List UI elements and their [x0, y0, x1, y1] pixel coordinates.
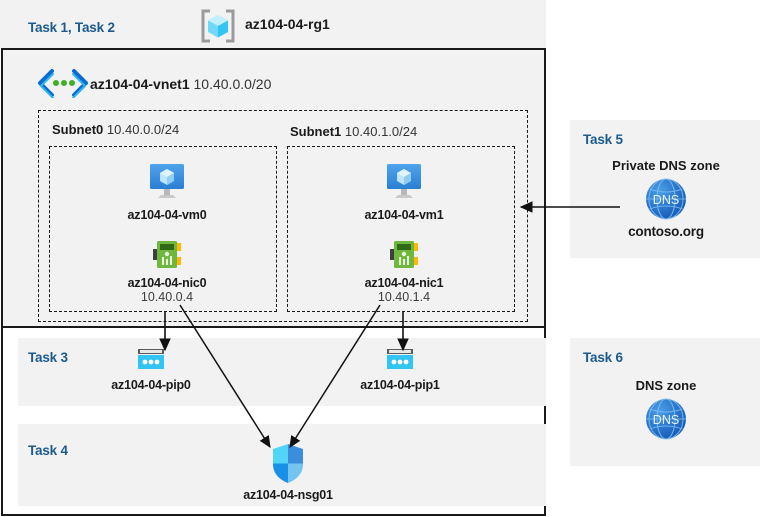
nic1-node[interactable]: az104-04-nic1 10.40.1.4 [345, 238, 463, 304]
pip0-label: az104-04-pip0 [111, 378, 191, 392]
public-ip-address-icon [345, 346, 455, 376]
svg-text:DNS: DNS [653, 413, 679, 427]
task-label-3: Task 3 [28, 350, 68, 365]
private-dns-zone-name: contoso.org [628, 224, 704, 239]
subnet0-name: Subnet0 [52, 122, 104, 137]
private-dns-zone-title: Private DNS zone [612, 158, 720, 173]
virtual-machine-icon [108, 160, 226, 206]
nic1-ip: 10.40.1.4 [377, 290, 431, 304]
task-label-4: Task 4 [28, 443, 68, 458]
task-label-5: Task 5 [583, 132, 623, 147]
subnet0-title: Subnet0 10.40.0.0/24 [52, 122, 179, 137]
resource-group-name: az104-04-rg1 [245, 16, 330, 32]
subnets-dashed-container [38, 110, 528, 322]
vm0-label: az104-04-vm0 [127, 208, 207, 222]
subnet1-title: Subnet1 10.40.1.0/24 [290, 124, 417, 139]
nsg-label: az104-04-nsg01 [243, 488, 333, 502]
subnet0-dashed-box [49, 146, 277, 312]
private-dns-zone-node[interactable]: Private DNS zone DNS contoso. [587, 158, 745, 239]
public-ip-address-icon [96, 346, 206, 376]
dns-zone-title: DNS zone [635, 378, 697, 393]
subnet0-prefix: 10.40.0.0/24 [106, 122, 180, 137]
svg-text:DNS: DNS [653, 193, 679, 207]
resource-group-header-panel [0, 0, 546, 48]
task-label-6: Task 6 [583, 350, 623, 365]
dns-globe-icon: DNS [587, 396, 745, 442]
vm1-node[interactable]: az104-04-vm1 [345, 160, 463, 222]
pip0-node[interactable]: az104-04-pip0 [96, 346, 206, 392]
vnet-title: az104-04-vnet1 10.40.0.0/20 [90, 76, 271, 92]
dns-zone-node[interactable]: DNS zone DNS [587, 378, 745, 442]
resource-group-cube-icon [198, 7, 238, 45]
network-security-group-shield-icon [228, 442, 348, 486]
subnet1-prefix: 10.40.1.0/24 [344, 124, 418, 139]
nic1-label: az104-04-nic1 [364, 276, 444, 290]
vm0-node[interactable]: az104-04-vm0 [108, 160, 226, 222]
nic0-node[interactable]: az104-04-nic0 10.40.0.4 [108, 238, 226, 304]
virtual-machine-icon [345, 160, 463, 206]
pip1-node[interactable]: az104-04-pip1 [345, 346, 455, 392]
network-interface-icon [345, 238, 463, 274]
nsg-node[interactable]: az104-04-nsg01 [228, 442, 348, 502]
nic0-label: az104-04-nic0 [127, 276, 207, 290]
network-interface-icon [108, 238, 226, 274]
virtual-network-icon [36, 68, 90, 98]
dns-globe-icon: DNS [587, 176, 745, 222]
pip1-label: az104-04-pip1 [360, 378, 440, 392]
nic0-ip: 10.40.0.4 [140, 290, 194, 304]
subnet1-dashed-box [287, 146, 515, 312]
task3-panel [18, 338, 546, 406]
subnet1-name: Subnet1 [290, 124, 342, 139]
vm1-label: az104-04-vm1 [364, 208, 444, 222]
vnet-address-space: 10.40.0.0/20 [193, 76, 272, 92]
task-label-1-2: Task 1, Task 2 [28, 20, 115, 35]
vnet-name: az104-04-vnet1 [90, 76, 190, 92]
